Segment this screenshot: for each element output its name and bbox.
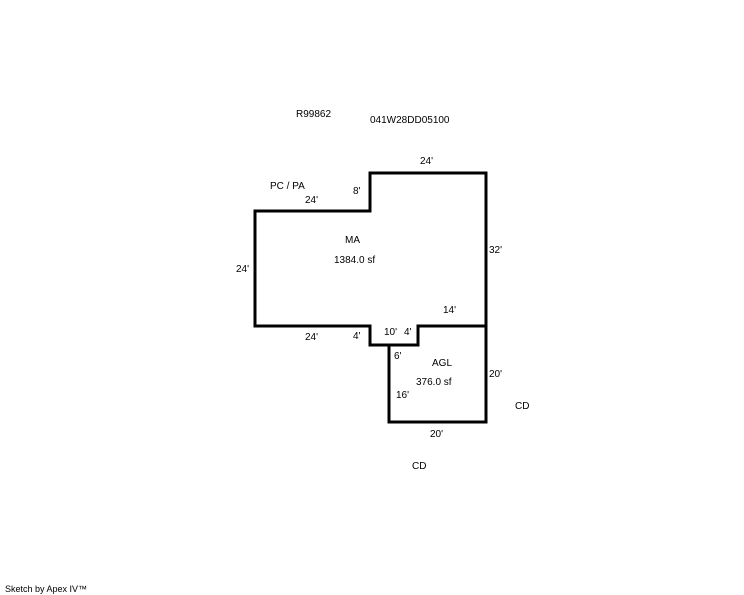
dim-ma-right: 32'	[489, 245, 503, 256]
dim-ma-top: 24'	[420, 156, 434, 167]
ma-area: 1384.0 sf	[334, 255, 376, 266]
parcel-id: 041W28DD05100	[370, 115, 450, 126]
dim-ma-left: 24'	[236, 264, 250, 275]
dim-ma-notch-left: 4'	[353, 331, 361, 342]
pc-pa-label: PC / PA	[270, 181, 305, 192]
cd-label-bottom: CD	[412, 461, 427, 472]
footer-credit: Sketch by Apex IV™	[5, 584, 88, 594]
dim-ma-notch-width: 10'	[384, 327, 398, 338]
dim-ma-bottom-right: 14'	[443, 305, 457, 316]
dim-ma-top-left: 24'	[305, 195, 319, 206]
cd-label-right: CD	[515, 401, 530, 412]
dim-agl-bottom: 20'	[430, 429, 444, 440]
ma-code: MA	[345, 235, 360, 246]
dim-agl-left: 16'	[396, 390, 410, 401]
dim-agl-right: 20'	[489, 369, 503, 380]
ma-outline	[253, 171, 488, 347]
record-id: R99862	[296, 109, 332, 120]
dim-ma-bottom-left: 24'	[305, 332, 319, 343]
agl-code: AGL	[432, 358, 453, 369]
dim-agl-top-left: 6'	[394, 351, 402, 362]
dim-ma-notch-right: 4'	[404, 327, 412, 338]
agl-area: 376.0 sf	[416, 377, 452, 388]
agl-outline	[387, 326, 488, 424]
dim-ma-step: 8'	[353, 186, 361, 197]
